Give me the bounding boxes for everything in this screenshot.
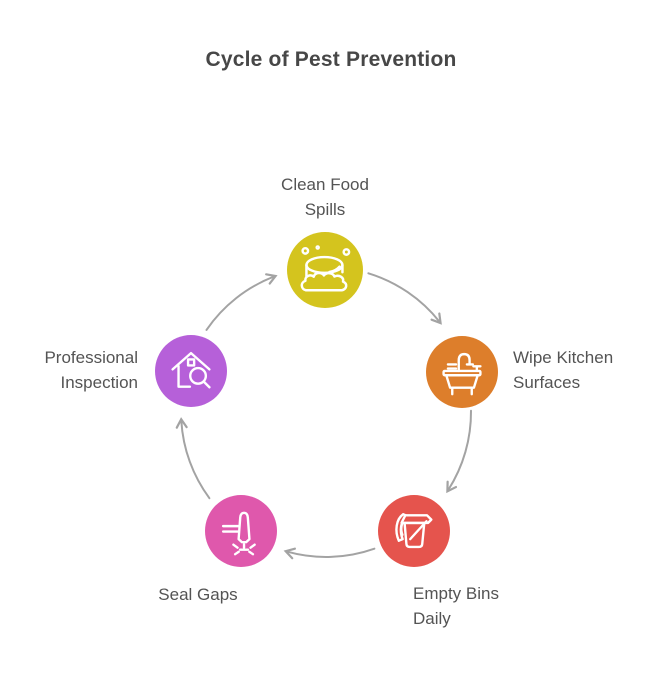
node-label-wipe-kitchen-surfaces: Wipe Kitchen Surfaces bbox=[513, 348, 614, 392]
cycle-arrow-seal-to-inspect bbox=[175, 417, 211, 500]
node-label-empty-bins-daily: Empty Bins Daily bbox=[413, 584, 499, 628]
page-title: Cycle of Pest Prevention bbox=[205, 48, 457, 71]
node-seal-gaps bbox=[205, 495, 277, 567]
kitchen-sink-icon bbox=[442, 352, 482, 396]
waste-bin-icon bbox=[395, 513, 433, 549]
node-label-seal-gaps: Seal Gaps bbox=[158, 585, 238, 604]
node-empty-bins-daily bbox=[378, 495, 450, 567]
cycle-arrow-empty-to-seal bbox=[283, 547, 376, 560]
sponge-clean-icon bbox=[300, 245, 351, 292]
cycle-arrow-clean-to-wipe bbox=[367, 272, 442, 325]
node-label-professional-inspection: Professional Inspection bbox=[44, 348, 138, 392]
cycle-arrow-inspect-to-clean bbox=[205, 273, 278, 331]
node-clean-food-spills bbox=[287, 232, 363, 308]
node-wipe-kitchen-surfaces bbox=[426, 336, 498, 408]
cycle-arrow-wipe-to-empty bbox=[446, 409, 473, 494]
node-label-clean-food-spills: Clean Food Spills bbox=[281, 175, 369, 219]
sealant-gun-icon bbox=[221, 511, 256, 556]
house-inspection-icon bbox=[171, 351, 211, 389]
node-professional-inspection bbox=[155, 335, 227, 407]
